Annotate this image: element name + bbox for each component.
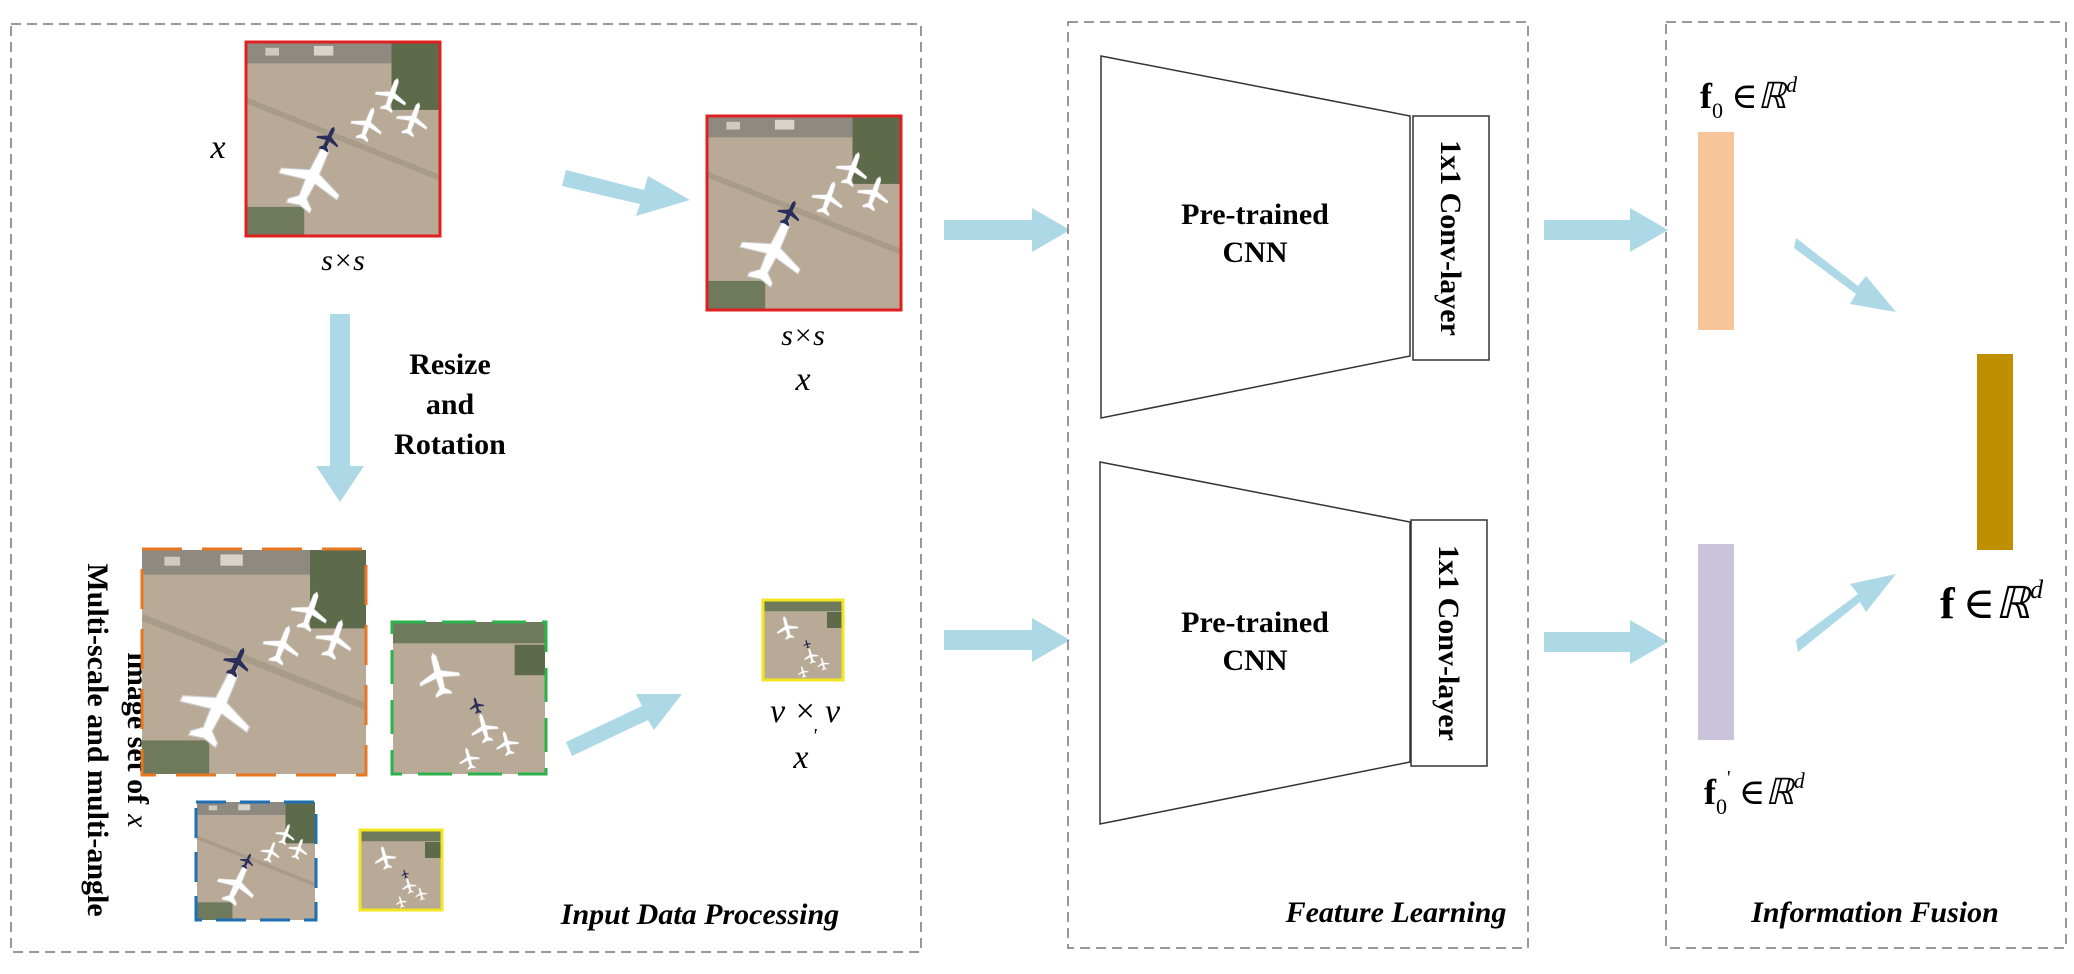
arrow-f0-to-f [1794,238,1896,312]
feature-panel-frame [1067,21,1529,949]
feature-vector-f0-prime [1698,544,1734,740]
conv-box-top [1412,115,1490,361]
size-original-label: s×s [321,244,365,277]
size-small-label: v × v [770,693,841,730]
fusion-panel-frame [1665,21,2067,949]
cnn-bottom-line2: CNN [1223,644,1288,677]
cnn-top-line1: Pre-trained [1181,198,1329,231]
scaled-image-blue [194,800,318,922]
network-bottom: Pre-trained CNN 1x1 Conv-layer [1099,461,1488,825]
x-copy-label: x [794,361,810,398]
size-copy-label: s×s [781,319,825,352]
conv-label-bottom: 1x1 Conv-layer [1432,545,1465,741]
cnn-trapezoid-top [1100,55,1411,419]
feature-vector-f [1977,354,2013,550]
feature-vector-f0 [1698,132,1734,330]
fusion-panel-title: Information Fusion [1750,896,1999,929]
arrow-copy-to-cnn1 [944,208,1070,252]
f-label: f∈ℝd [1940,575,2044,628]
resize-label-line1: Resize [409,348,491,381]
scaled-image-yellow [358,828,444,912]
cnn-top-line2: CNN [1223,236,1288,269]
x-prime-label: x' [792,725,817,776]
cnn-trapezoid-bottom [1099,461,1411,825]
arrow-resize-down [316,314,364,502]
conv-label-top: 1x1 Conv-layer [1434,140,1467,336]
x-original-label: x [209,129,225,166]
network-top: Pre-trained CNN 1x1 Conv-layer [1100,55,1490,419]
arrow-conv1-to-f0 [1544,208,1668,252]
image-set-line1: Multi-scale and multi-angle [81,563,114,916]
original-image [244,40,442,238]
feature-panel-title: Feature Learning [1285,896,1507,929]
resize-label-line2: and [426,388,475,421]
f0-prime-label: f0'∈ℝd [1704,767,1806,819]
scaled-image-orange [140,547,368,777]
copy-image [705,114,903,312]
scaled-image-green [390,620,548,776]
f0-label: f0∈ℝd [1700,72,1798,123]
arrow-f0p-to-f [1796,574,1896,652]
arrow-set-to-small [566,694,682,756]
resize-label-line3: Rotation [394,428,506,461]
arrow-original-to-copy [562,170,690,216]
arrow-small-to-cnn2 [944,618,1070,662]
arrow-conv2-to-f0p [1544,620,1668,664]
small-image [761,598,845,682]
input-panel-title: Input Data Processing [560,898,839,931]
conv-box-bottom [1410,519,1488,767]
cnn-bottom-line1: Pre-trained [1181,606,1329,639]
input-panel-frame [10,23,922,953]
